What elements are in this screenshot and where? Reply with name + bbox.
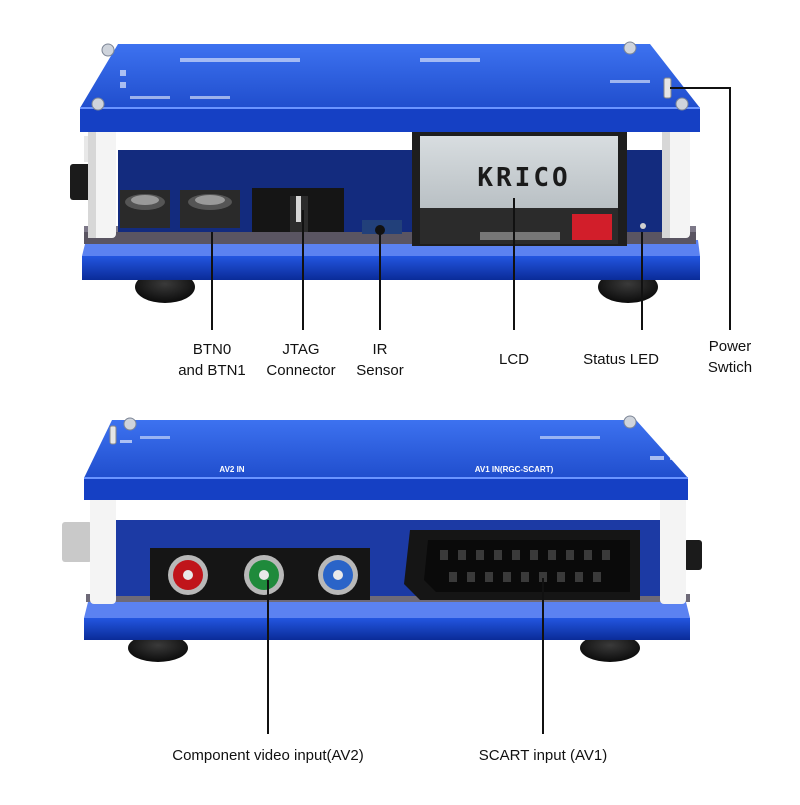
lcd-label: LCD (498, 351, 529, 368)
bottom-acrylic-plate (82, 256, 700, 280)
scart-input-label: SCART input (AV1) (478, 747, 608, 764)
bottom-device: AV2 IN AV1 IN(RGC-SCART) (62, 415, 702, 662)
rubber-foot (580, 634, 640, 662)
standoff (660, 496, 686, 604)
av1-panel-text: AV1 IN(RGC-SCART) (475, 465, 554, 474)
lcd-module: KRICO (412, 128, 627, 246)
top-device: KRICO (70, 41, 700, 303)
component-video-label: Component video input(AV2) (172, 747, 364, 764)
bottom-callouts (267, 578, 544, 734)
rubber-foot (128, 634, 188, 662)
jtag-connector (252, 188, 344, 232)
btn0-btn1-buttons (120, 190, 240, 228)
btn0-label: BTN0 (192, 341, 232, 358)
jtag-label-line1: JTAG (282, 341, 320, 358)
power-switch (663, 77, 672, 99)
bottom-acrylic-plate (84, 618, 690, 640)
btn1-label: and BTN1 (178, 362, 246, 379)
ir-label-line2: Sensor (356, 362, 404, 379)
ir-sensor (362, 220, 402, 235)
power-label-line1: Power (708, 338, 752, 355)
av2-panel-text: AV2 IN (219, 465, 244, 474)
power-label-line2: Swtich (707, 359, 753, 376)
status-led-label: Status LED (583, 351, 659, 368)
top-callouts (211, 87, 731, 330)
ir-label-line1: IR (372, 341, 388, 358)
lcd-display-text: KRICO (477, 163, 570, 193)
scart-connector (404, 530, 640, 600)
component-rca-jacks (150, 548, 370, 600)
status-led (640, 223, 646, 229)
standoff (90, 496, 116, 604)
jtag-label-line2: Connector (266, 362, 336, 379)
